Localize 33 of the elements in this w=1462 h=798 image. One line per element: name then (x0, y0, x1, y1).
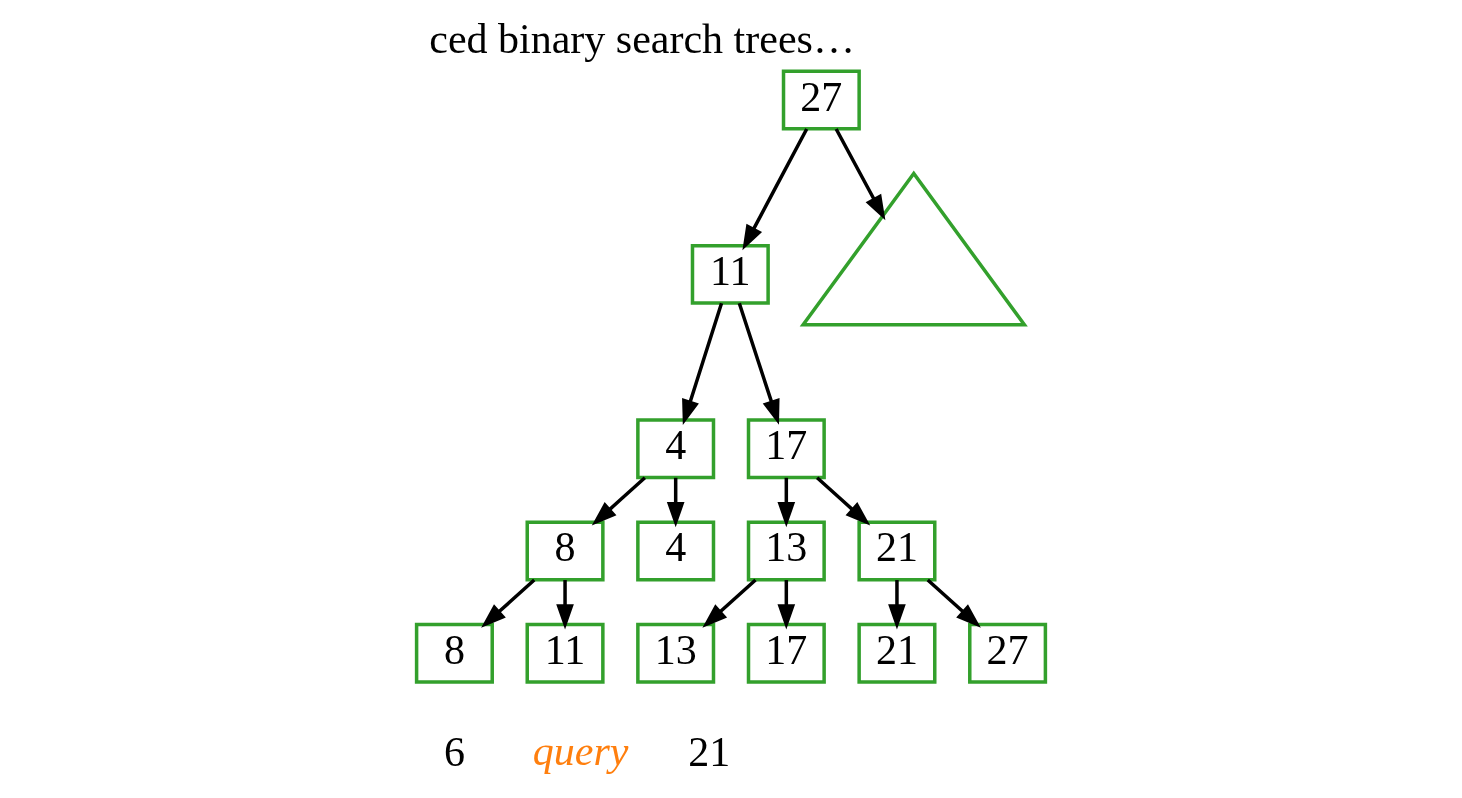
label: query (532, 727, 629, 774)
diagram-title: ced binary search trees… (429, 16, 855, 63)
node-box: 27 (781, 69, 861, 131)
arrow (556, 580, 574, 630)
arrow (682, 302, 724, 425)
node-box: 27 (968, 622, 1048, 684)
node-box: 11 (690, 243, 770, 305)
node-box: 21 (857, 520, 937, 582)
node-box: 21 (857, 622, 937, 684)
arrow (815, 476, 871, 526)
label: 21 (688, 728, 731, 775)
arrow (926, 578, 981, 628)
arrow (737, 302, 780, 425)
arrow (591, 476, 647, 526)
label: 6 (443, 728, 465, 775)
node-box: 13 (746, 520, 826, 582)
arrow (777, 580, 796, 630)
arrow (742, 128, 809, 251)
arrow (666, 477, 685, 528)
node-box: 4 (636, 520, 716, 582)
node-box: 17 (746, 418, 826, 480)
node-box: 11 (525, 622, 605, 684)
node-box: 13 (636, 622, 716, 684)
node-box: 17 (746, 622, 826, 684)
node-box: 8 (414, 622, 494, 684)
arrow (702, 578, 757, 628)
node-triangle (799, 170, 1028, 327)
arrow (834, 128, 886, 221)
arrow (481, 578, 536, 628)
arrow (777, 477, 796, 528)
arrow (888, 580, 906, 630)
node-box: 8 (525, 520, 605, 582)
node-box: 4 (636, 418, 716, 480)
